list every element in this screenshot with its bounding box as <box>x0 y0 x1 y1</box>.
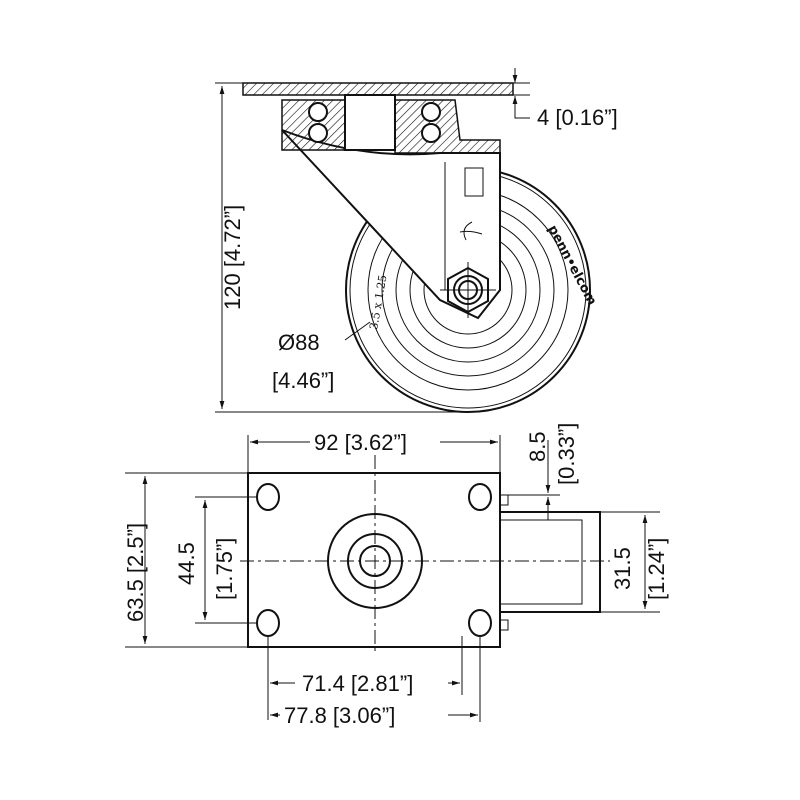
wheel-width-dim-inch: [1.24”] <box>644 538 669 600</box>
plate-length-dim: 63.5 [2.5”] <box>123 523 148 622</box>
bolt-holes <box>256 483 492 637</box>
hole-spacing-x-dim-b: 77.8 [3.06”] <box>284 703 395 728</box>
hole-spacing-y-dim-inch: [1.75”] <box>212 538 237 600</box>
brand-marking: penn•elcom <box>544 223 599 308</box>
mounting-plate <box>247 472 501 648</box>
side-view: 3.5 x 1.25 penn•elcom 120 [4.72”] 4 [0.1… <box>215 68 618 413</box>
wheel-size-marking: 3.5 x 1.25 <box>367 274 389 331</box>
offset-dim-inch: [0.33”] <box>554 423 579 485</box>
plate-width-dim: 92 [3.62”] <box>314 430 407 455</box>
overall-height-dim: 120 [4.72”] <box>220 205 245 310</box>
plate-thickness-dim: 4 [0.16”] <box>537 105 618 130</box>
wheel-diameter-dim: Ø88 <box>278 330 320 355</box>
hole-spacing-x-dim-a: 71.4 [2.81”] <box>302 671 413 696</box>
hole-spacing-y-dim: 44.5 <box>174 542 199 585</box>
wheel-width-dim: 31.5 <box>610 547 635 590</box>
fork-slot <box>464 167 484 197</box>
offset-dim: 8.5 <box>525 431 550 462</box>
wheel-diameter-dim-inch: [4.46”] <box>272 368 334 393</box>
wheel-outline <box>499 511 601 613</box>
logo-icon <box>459 221 483 241</box>
top-view: 92 [3.62”] 8.5 [0.33”] 63.5 [2.5”] 44.5 … <box>123 423 669 728</box>
top-plate <box>242 82 514 96</box>
ball-bearings <box>308 102 441 143</box>
